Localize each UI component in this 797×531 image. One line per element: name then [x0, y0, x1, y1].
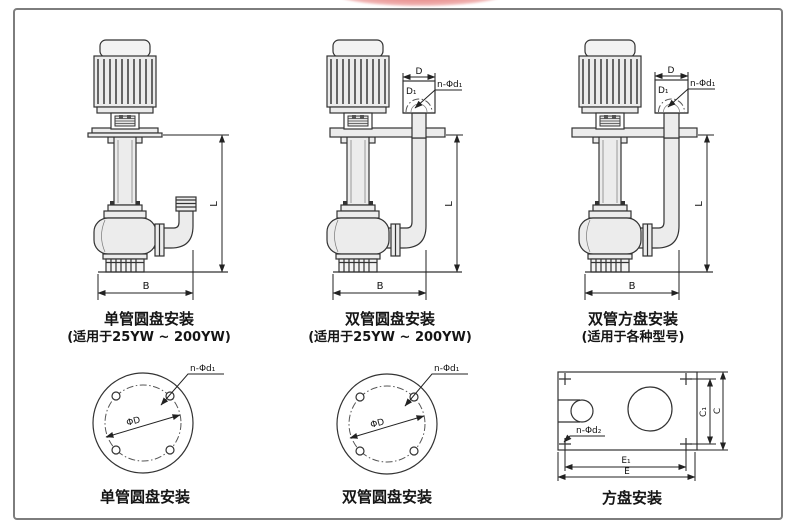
caption: 双管圆盘安装	[342, 488, 433, 506]
dim-label-B: B	[377, 281, 384, 292]
caption: 单管圆盘安装	[100, 488, 191, 506]
plate-diagram-double-pipe-disc: ΦD n-Φd₁ 双管圆盘安装	[337, 364, 468, 506]
dim-label-L: L	[694, 201, 705, 207]
caption: 双管圆盘安装	[345, 310, 436, 328]
subcaption: (适用于各种型号)	[582, 329, 685, 345]
caption: 单管圆盘安装	[104, 310, 195, 328]
discharge-flange	[642, 223, 653, 257]
subcaption: (适用于25YW ~ 200YW)	[308, 329, 472, 345]
outlet-flange-top-view: D D₁ n-Φd₁	[654, 66, 716, 114]
dim-label-bolt-circle: n-Φd₁	[190, 364, 216, 374]
dim-label-D1: D₁	[406, 87, 417, 97]
dim-label-C: C	[713, 408, 723, 414]
dimension-L: L	[163, 134, 229, 273]
dim-label-diameter: ΦD	[369, 417, 385, 430]
dimension-C1: C₁	[690, 378, 716, 445]
dimension-B: B	[97, 250, 194, 300]
plate-diagram-square: n-Φd₂ E₁ E C₁ C 方盘安装	[557, 371, 728, 507]
dimension-L: L	[444, 134, 463, 273]
dim-label-B: B	[143, 281, 150, 292]
dimension-L: L	[694, 134, 714, 273]
riser-pipe	[411, 112, 427, 139]
threaded-outlet	[175, 196, 197, 212]
dim-label-D: D	[668, 66, 675, 76]
riser-pipe	[663, 112, 680, 139]
dim-label-bolt-circle: n-Φd₁	[437, 80, 463, 90]
slot-hole	[558, 399, 594, 423]
dim-label-E: E	[624, 467, 630, 477]
dim-label-bolt-circle: n-Φd₁	[434, 364, 460, 374]
dim-label-diameter: ΦD	[125, 415, 141, 428]
dim-label-bolt-circle: n-Φd₁	[690, 79, 716, 89]
dim-label-bolt-holes: n-Φd₂	[576, 426, 602, 436]
dim-label-C1: C₁	[699, 407, 709, 417]
dim-label-L: L	[209, 201, 220, 207]
dim-label-D1: D₁	[658, 86, 669, 96]
dimension-B: B	[584, 250, 680, 300]
pipe-hole	[627, 386, 673, 432]
pump-diagram-double-pipe-disc: D D₁ n-Φd₁ B L 双管圆盘安装 (适用于25YW ~ 200YW)	[308, 39, 472, 345]
mounting-plate	[571, 127, 698, 138]
pump-diagram-double-pipe-square-plate: D D₁ n-Φd₁ B L 双管方盘安装 (适用于各种型号)	[571, 39, 716, 345]
mounting-plate	[329, 127, 446, 138]
subcaption: (适用于25YW ~ 200YW)	[67, 329, 231, 345]
caption: 方盘安装	[602, 489, 663, 507]
dimension-E1: E₁	[564, 450, 687, 471]
dim-label-E1: E₁	[621, 456, 631, 466]
discharge-flange	[390, 223, 401, 257]
dimension-E: E	[557, 452, 696, 481]
dim-label-L: L	[444, 201, 455, 207]
outlet-flange-top-view: D D₁ n-Φd₁	[402, 67, 463, 114]
dim-label-B: B	[629, 281, 636, 292]
content-border-frame	[13, 8, 783, 520]
dim-label-D: D	[416, 67, 423, 77]
bolt-hole-crosses	[559, 373, 692, 450]
pump-diagram-single-pipe-disc: B L 单管圆盘安装 (适用于25YW ~ 200YW)	[67, 39, 231, 345]
caption: 双管方盘安装	[588, 310, 679, 328]
plate-diagram-single-pipe-disc: ΦD n-Φd₁ 单管圆盘安装	[93, 364, 224, 506]
dimension-B: B	[332, 250, 427, 300]
discharge-flange	[154, 223, 165, 257]
dimension-C: C	[697, 371, 728, 451]
ribbon-banner-cropped	[330, 0, 510, 6]
